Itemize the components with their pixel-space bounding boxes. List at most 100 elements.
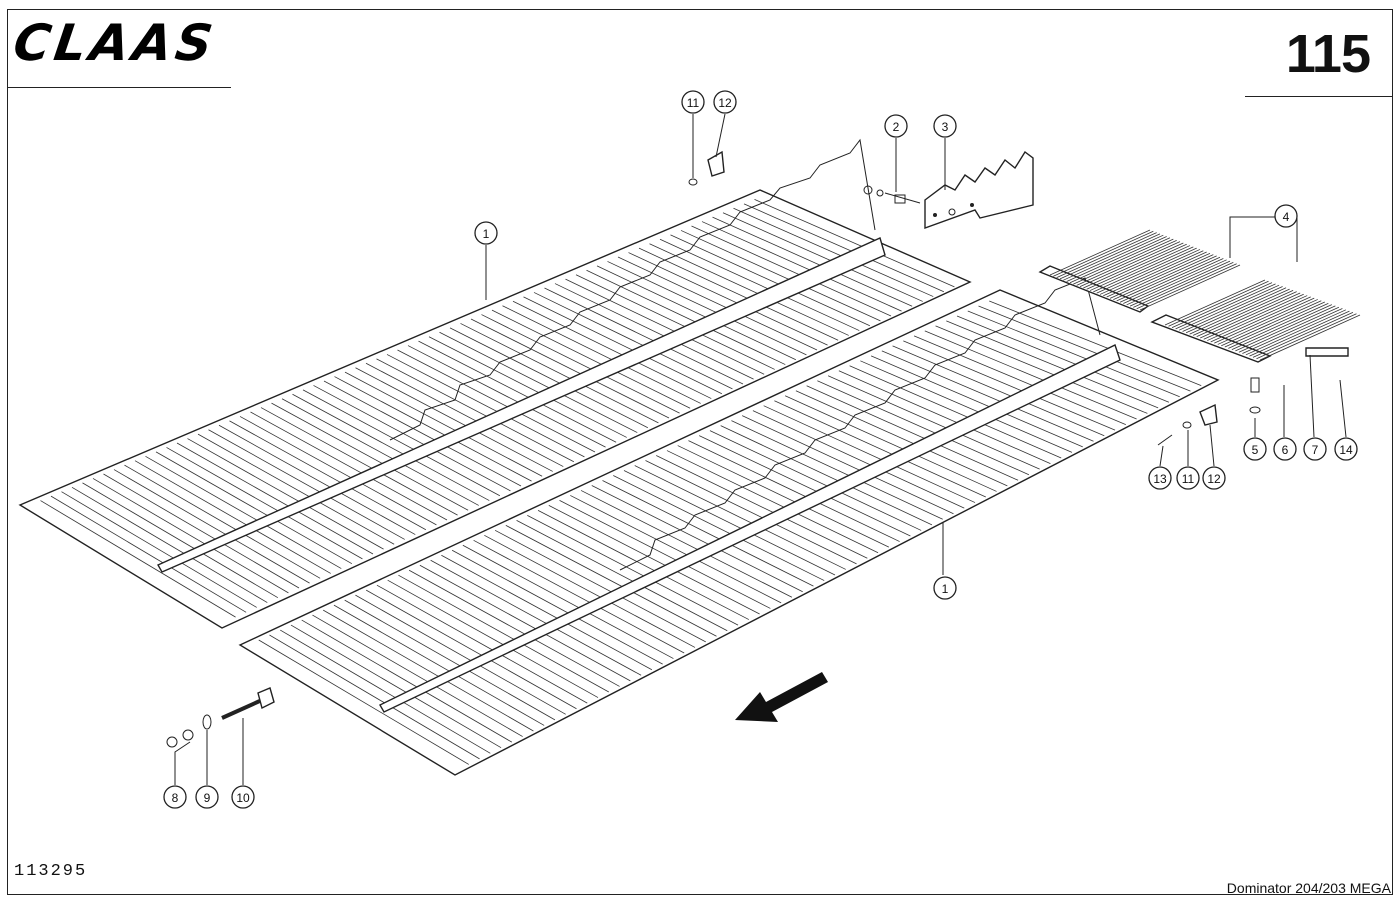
hardware-11-12-13 (688, 150, 1218, 446)
sieve-slat (494, 529, 706, 643)
sieve-slat (344, 371, 543, 477)
sieve-slat (229, 420, 427, 531)
sieve-slat (82, 482, 279, 599)
sieve-slat (419, 564, 631, 682)
sieve-slat (398, 574, 609, 693)
callout-label: 10 (236, 791, 250, 805)
sieve-slat (763, 405, 976, 503)
callout-4: 4 (1274, 204, 1298, 228)
sieve-slat (460, 323, 659, 424)
sieve-slat (752, 410, 965, 509)
sieve-slat (548, 505, 760, 615)
comb-tooth (1083, 242, 1184, 289)
sieve-slat (956, 315, 1170, 403)
comb-tooth (1168, 280, 1269, 327)
sieve-slat (376, 358, 575, 463)
sieve-slat (701, 221, 902, 312)
comb-tooth (1076, 240, 1177, 286)
sieve-slat (155, 451, 353, 565)
sieve-slat (271, 402, 469, 511)
sieve-slat (176, 442, 374, 555)
bolt-2 (863, 185, 921, 204)
sieve-slat (795, 390, 1008, 487)
model-label: Dominator 204/203 MEGA (1226, 880, 1391, 896)
comb-tooth (1175, 283, 1276, 330)
callout-11: 11 (681, 90, 705, 114)
comb-tooth (1238, 306, 1340, 353)
comb-tooth (1189, 288, 1290, 335)
comb-tooth (1106, 251, 1207, 298)
sieve-slat (71, 486, 268, 603)
sieve-slat (656, 455, 868, 559)
sieve-slat (666, 450, 879, 554)
comb-tooth (1252, 312, 1354, 358)
callout-12: 12 (1202, 466, 1226, 490)
sieve-slat (365, 362, 564, 467)
callout-7: 7 (1303, 437, 1327, 461)
sieve-slat (523, 296, 723, 395)
callout-label: 1 (483, 227, 490, 241)
direction-arrow (735, 672, 828, 722)
sieve-slat (989, 300, 1202, 386)
sieve-slat (827, 375, 1040, 470)
callout-label: 12 (1207, 472, 1221, 486)
sieve-slat (408, 569, 620, 687)
sieve-slat (946, 320, 1159, 409)
comb-tooth (1073, 238, 1174, 285)
comb-tooth (1235, 305, 1336, 352)
hardware-8-9-10 (166, 687, 275, 748)
comb-tooth (1249, 310, 1350, 357)
comb-tooth (1129, 260, 1231, 307)
leader-lines (174, 113, 1347, 785)
sieve-slat (239, 416, 437, 526)
callout-1: 1 (474, 221, 498, 245)
comb-tooth (1113, 254, 1214, 300)
drawing-number: 113295 (14, 862, 88, 881)
sieve-slat (559, 500, 771, 609)
sieve-slat (290, 624, 502, 749)
sieve-slat (924, 330, 1137, 420)
comb-tooth (1066, 236, 1167, 282)
comb-tooth (1224, 301, 1325, 348)
comb-tooth (1069, 237, 1171, 284)
sieve-slat (355, 594, 566, 715)
sieve-slat (638, 247, 839, 341)
sieve-slat (430, 559, 642, 676)
callout-8: 8 (163, 785, 187, 809)
sieve-slat (591, 485, 803, 593)
sieve-slat (418, 340, 617, 443)
comb-tooth (1203, 293, 1304, 340)
sieve-slat (754, 199, 955, 288)
comb-tooth (1126, 259, 1227, 306)
comb-tooth (1192, 290, 1294, 336)
callout-5: 5 (1243, 437, 1267, 461)
sieve-slat (323, 609, 534, 732)
sieve-slat (323, 380, 522, 487)
sieve-slat (134, 460, 331, 574)
sieve-slat (516, 520, 728, 632)
sieve-slat (838, 370, 1051, 464)
sieve-slat (586, 269, 786, 365)
sieve-slat (892, 345, 1105, 437)
sieve-slat (441, 554, 653, 671)
sieve-slat (580, 490, 793, 598)
header-rule-right (1245, 96, 1393, 97)
sieve-slat (742, 415, 954, 515)
callout-13: 13 (1148, 466, 1172, 490)
sieve-slat (502, 305, 701, 404)
sieve-slat (527, 515, 739, 626)
comb-tooth (1196, 291, 1297, 338)
sieve-slat (688, 440, 900, 542)
comb-tooth (1178, 284, 1280, 331)
sieve-slat (817, 380, 1030, 476)
sieve-slat (722, 212, 923, 302)
sieve-slat (570, 495, 782, 604)
comb-tooth (1109, 252, 1211, 299)
sieve-slat (731, 420, 943, 520)
comb-tooth (1210, 296, 1311, 343)
callout-9: 9 (195, 785, 219, 809)
sieve-slat (260, 407, 458, 516)
sieve-slat (512, 300, 712, 399)
callout-label: 7 (1312, 443, 1319, 457)
